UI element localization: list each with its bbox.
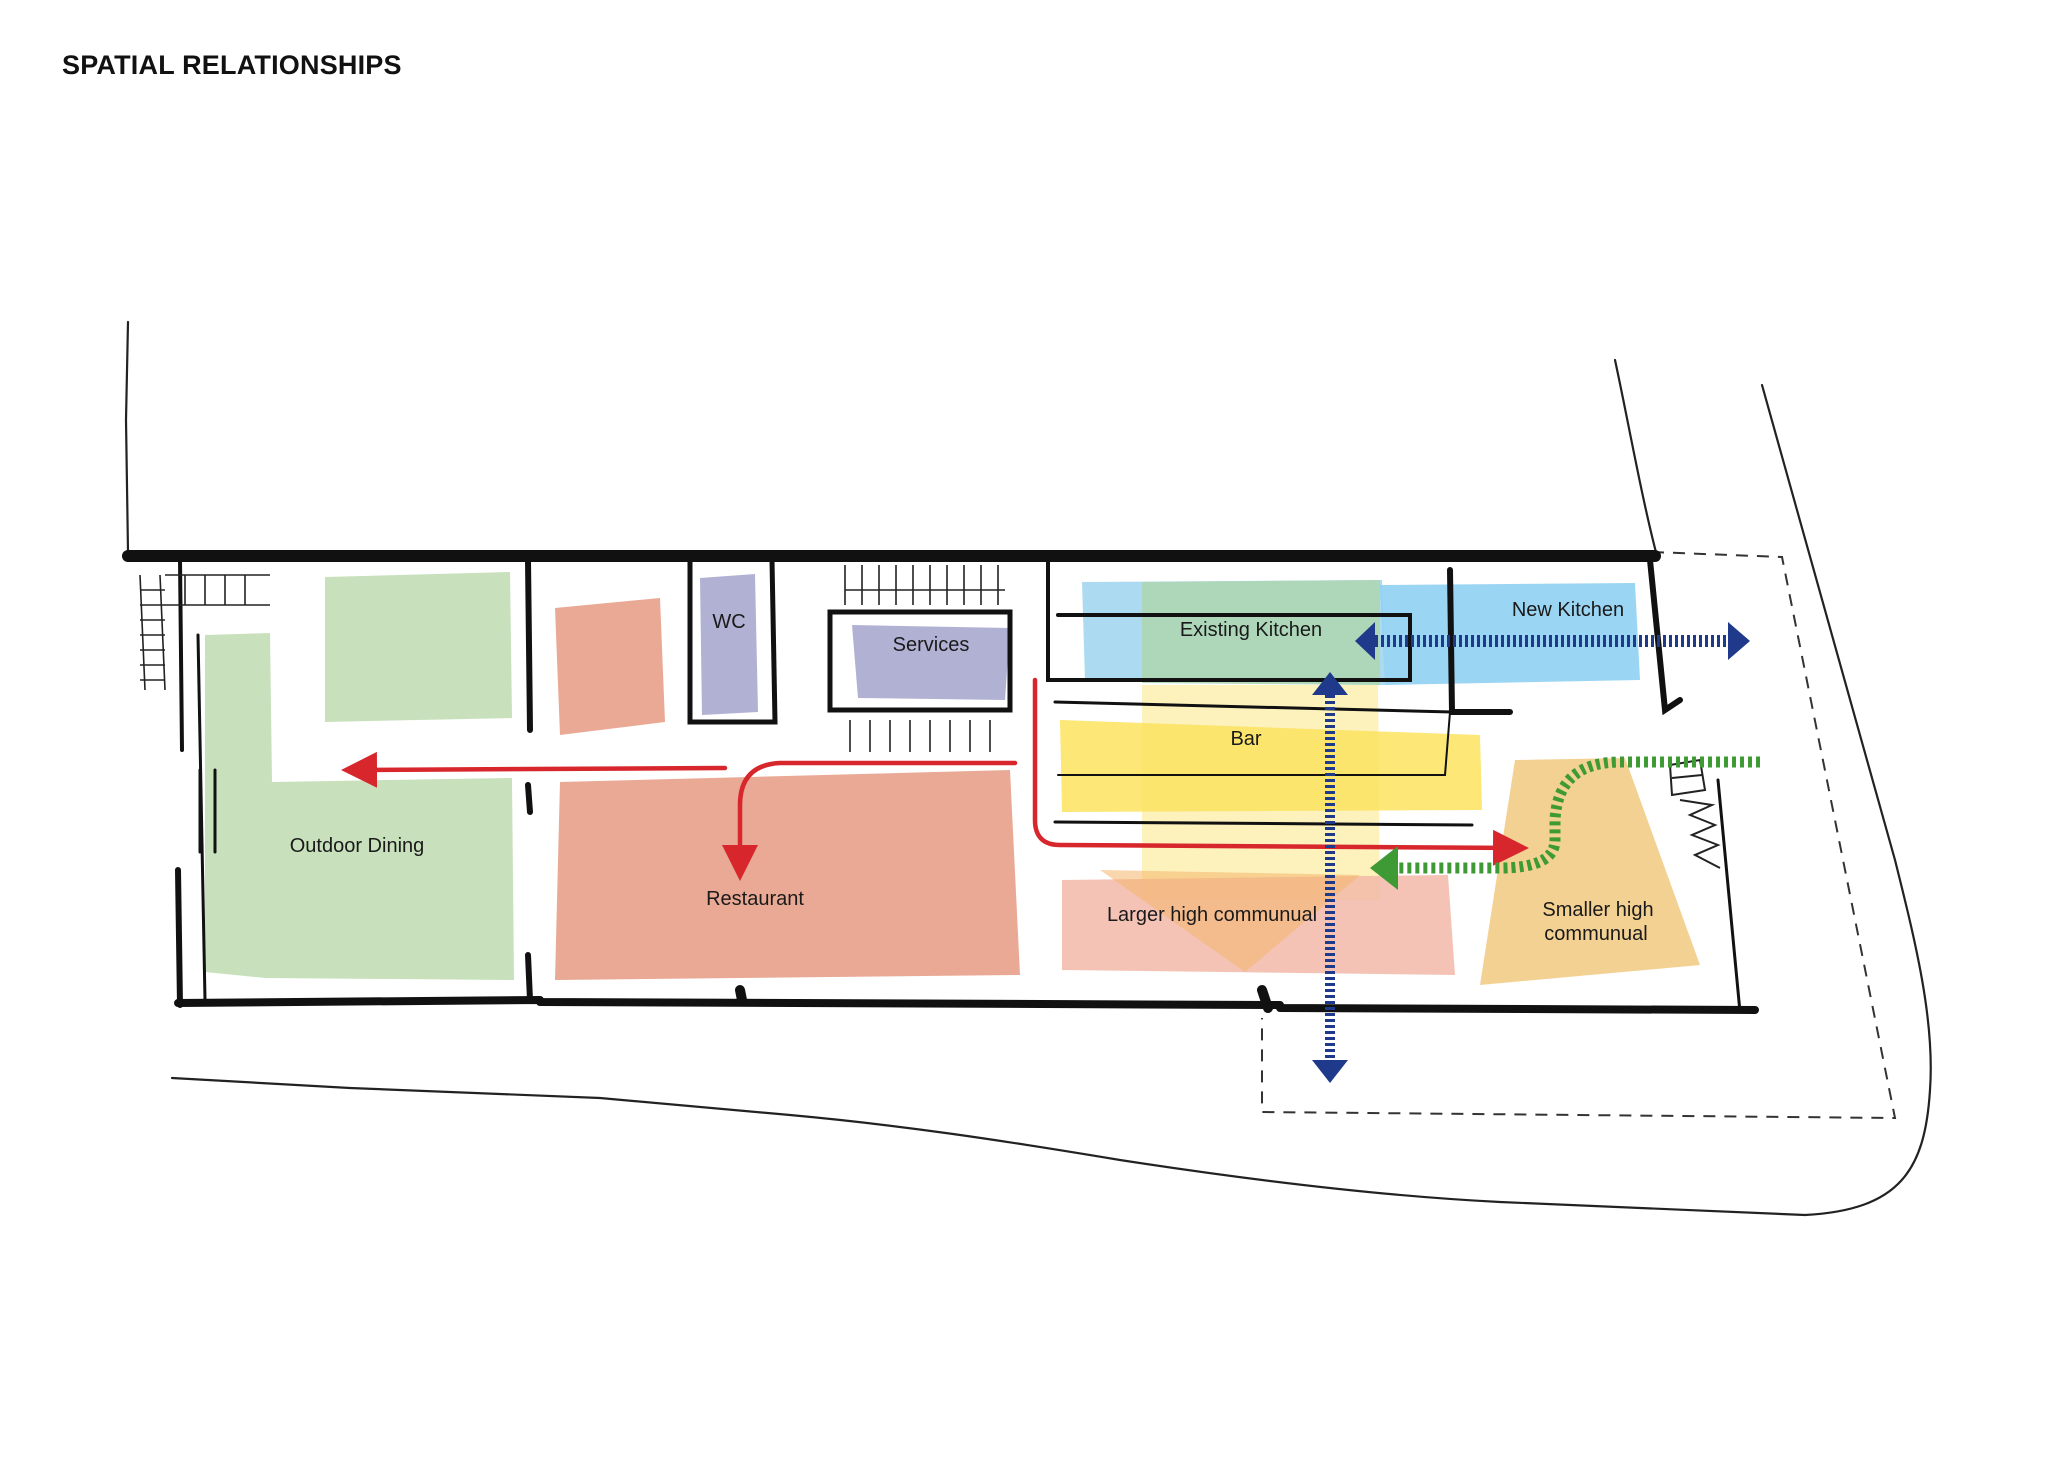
zone-bar [1060,720,1482,812]
zone-labels: Outdoor Dining Restaurant WC Services Ex… [290,599,1654,945]
service-arrows [1312,622,1750,1083]
entry-arrowhead [1370,846,1398,890]
stairs-left [139,574,270,691]
service-arrowhead-east [1728,622,1750,660]
service-arrowhead-north [1312,672,1348,695]
label-wc: WC [712,611,745,633]
zone-restaurant-upper [555,598,665,735]
label-smaller-communal-line1: Smaller high [1542,899,1653,921]
zone-new-kitchen [1380,583,1640,685]
zone-outdoor-dining [205,633,514,980]
label-outdoor-dining: Outdoor Dining [290,835,425,857]
zone-kitchen-overlap [1142,580,1380,685]
site-boundary [124,320,1932,1217]
label-existing-kitchen: Existing Kitchen [1180,619,1322,641]
label-smaller-communal-line2: communual [1544,923,1647,945]
label-bar: Bar [1230,728,1261,750]
service-arrowhead-south [1312,1060,1348,1083]
zone-services [852,625,1010,700]
entry-arrow [1370,756,1760,890]
label-services: Services [893,634,970,656]
service-arrowhead-west [1355,622,1375,660]
circulation-arrow-restaurant [722,760,1018,881]
zone-wc [700,574,758,715]
circulation-arrow-communal [1032,677,1529,866]
label-restaurant: Restaurant [706,888,804,910]
stairs-right [1668,758,1721,869]
label-larger-communal: Larger high communual [1107,904,1317,926]
page-title: SPATIAL RELATIONSHIPS [62,50,402,80]
zone-restaurant [555,770,1020,980]
label-new-kitchen: New Kitchen [1512,599,1624,621]
circulation-arrow-west [341,751,728,788]
zone-smaller-communal [1480,758,1700,985]
circulation-arrows [341,677,1529,881]
dashed-boundary [1261,551,1897,1120]
zone-outdoor-dining-upper [325,572,512,722]
walls [122,550,1759,1014]
stairs-center [844,565,1005,752]
zone-larger-communal-wedge [1100,870,1360,972]
